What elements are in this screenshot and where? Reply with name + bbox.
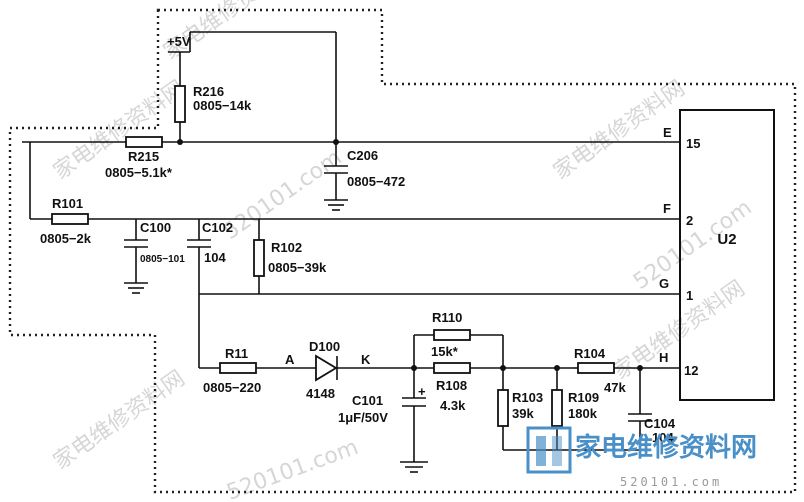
r110-value: 15k* (431, 344, 459, 359)
net-g-label: G (659, 276, 669, 291)
diode-cathode-label: K (361, 352, 371, 367)
pin-1-label: 1 (686, 288, 693, 303)
r108-value: 4.3k (440, 398, 466, 413)
resistor-r109 (551, 389, 563, 427)
junction-dot (554, 365, 560, 371)
resistor-r11 (219, 362, 257, 374)
r110-ref: R110 (432, 310, 462, 325)
r103-value: 39k (512, 406, 534, 421)
capacitor-c102 (187, 219, 211, 368)
c206-ref: C206 (347, 148, 378, 163)
c100-ref: C100 (140, 220, 171, 235)
d100-value: 4148 (306, 386, 335, 401)
r215-ref: R215 (128, 149, 159, 164)
r102-ref: R102 (271, 240, 302, 255)
resistor-r102 (253, 239, 265, 277)
c101-ref: C101 (352, 393, 383, 408)
junction-dot (177, 139, 183, 145)
r216-ref: R216 (193, 84, 224, 99)
r11-ref: R11 (225, 346, 248, 361)
r11-value: 0805−220 (203, 380, 261, 395)
logo-text: 家电维修资料网 (575, 432, 757, 463)
net-h-label: H (659, 350, 668, 365)
r108-ref: R108 (436, 378, 467, 393)
logo-frame-icon (526, 426, 572, 474)
resistor-r215 (125, 136, 163, 148)
capacitor-c206 (324, 142, 348, 211)
ic-u2-body (679, 109, 775, 401)
d100-ref: D100 (309, 339, 340, 354)
diode-d100 (315, 354, 338, 382)
r215-value: 0805−5.1k* (105, 165, 173, 180)
c206-value: 0805−472 (347, 174, 405, 189)
capacitor-c104 (628, 368, 652, 450)
supply-5v-label: +5V (167, 34, 191, 49)
resistor-r216 (174, 85, 186, 123)
net-e-label: E (663, 125, 672, 140)
c102-ref: C102 (202, 220, 233, 235)
pin-2-label: 2 (686, 213, 693, 228)
r109-ref: R109 (568, 390, 599, 405)
resistor-r108 (433, 362, 471, 374)
dotted-boundary (8, 8, 797, 494)
r216-value: 0805−14k (193, 98, 252, 113)
supply-section: +5V R216 0805−14k (167, 31, 337, 142)
capacitor-c101 (400, 368, 428, 473)
watermark-url: 520101.com (219, 145, 346, 245)
r103-ref: R103 (512, 390, 543, 405)
c104-ref: C104 (644, 416, 676, 431)
capacitor-c100 (124, 219, 148, 294)
net-f-label: F (663, 201, 671, 216)
resistor-r104 (577, 362, 615, 374)
r109-value: 180k (568, 406, 598, 421)
pin-12-label: 12 (684, 363, 698, 378)
resistor-r101 (51, 213, 89, 225)
c104-value: 104 (652, 430, 674, 445)
logo-url: 520101.com (620, 475, 722, 489)
r104-value: 47k (604, 380, 626, 395)
resistor-r103 (497, 389, 509, 427)
resistor-r110 (433, 329, 471, 341)
c100-value: 0805−101 (140, 254, 185, 265)
watermark-text: 家电维修资料网 (49, 366, 190, 475)
ic-u2-label: U2 (717, 231, 736, 248)
r104-ref: R104 (574, 346, 606, 361)
c101-polarity: + (418, 384, 426, 399)
r101-value: 0805−2k (40, 231, 92, 246)
r101-ref: R101 (52, 196, 83, 211)
site-logo: 家电维修资料网 520101.com (526, 426, 757, 489)
c101-value: 1μF/50V (338, 410, 388, 425)
diode-anode-label: A (285, 352, 295, 367)
r102-value: 0805−39k (268, 260, 327, 275)
pin-15-label: 15 (686, 136, 700, 151)
c102-value: 104 (204, 250, 226, 265)
